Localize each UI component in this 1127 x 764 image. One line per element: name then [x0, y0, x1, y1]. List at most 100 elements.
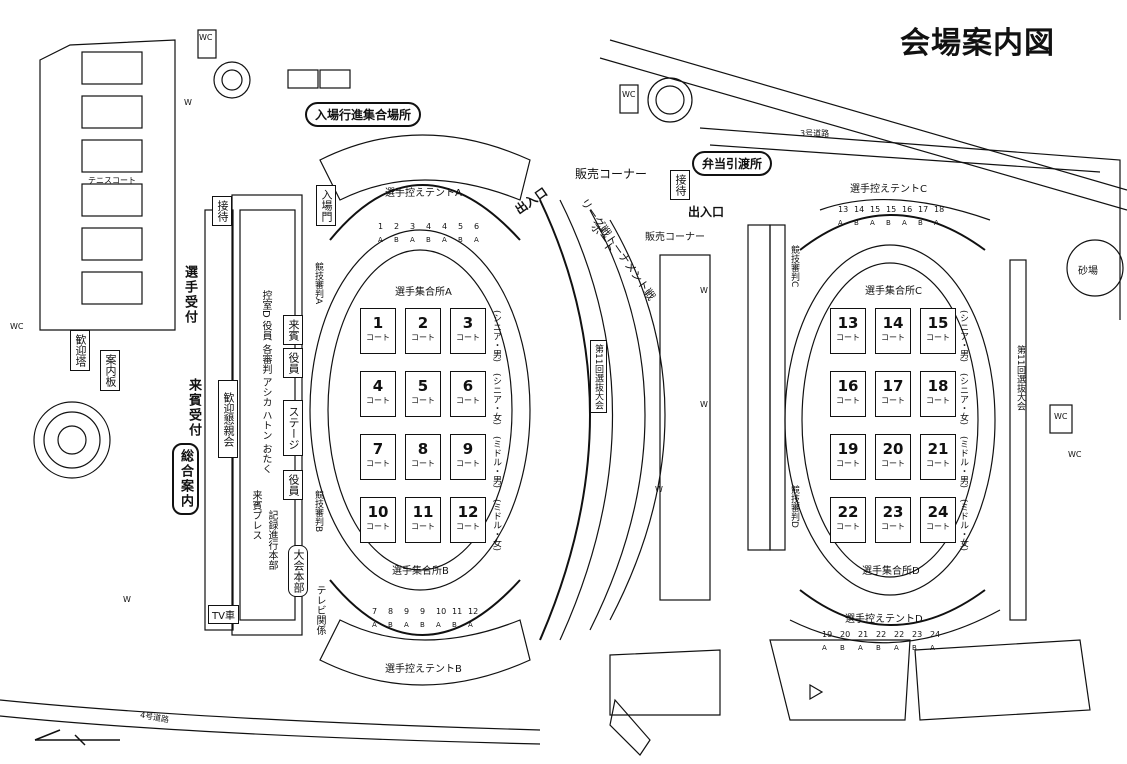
court-number: 11 [412, 503, 434, 521]
stadium-right-track [784, 244, 996, 596]
tennis-area [39, 39, 176, 331]
seat-letter-b-0: A [372, 621, 377, 629]
seat-letter-c-3: B [886, 219, 891, 227]
court-number: 3 [462, 314, 474, 332]
seat-number-b-5: 11 [452, 607, 463, 616]
seat-number-d-3: 22 [876, 630, 887, 639]
court-number: 23 [882, 503, 904, 521]
w-2: W [700, 286, 708, 295]
press-label: 来賓プレス [250, 490, 261, 540]
seat-letter-d-1: B [840, 644, 845, 652]
stadium-left-track [309, 229, 531, 591]
seat-letter-c-4: A [902, 219, 907, 227]
court-caption: コート [881, 333, 905, 342]
records-label: 記録進行本部 [266, 510, 277, 570]
seat-letter-a-0: A [378, 236, 383, 244]
court-number: 4 [372, 377, 384, 395]
seat-number-d-0: 19 [822, 630, 833, 639]
tent-b-label: 選手控えテントB [385, 664, 462, 675]
assembly-a-label: 選手集合所A [395, 287, 452, 298]
seat-letter-c-2: A [870, 219, 875, 227]
court-number: 21 [927, 440, 949, 458]
seat-letter-d-0: A [822, 644, 827, 652]
info-label: 総合案内 [172, 443, 199, 515]
seat-letter-d-5: B [912, 644, 917, 652]
wc-2: WC [622, 90, 636, 99]
tent-a-shape [319, 134, 531, 201]
shop-label: 販売コーナー [575, 167, 648, 181]
court-number: 19 [837, 440, 859, 458]
court-number: 7 [372, 440, 384, 458]
judge-a-label: 競技審判A [313, 262, 323, 305]
seat-number-a-3: 4 [426, 222, 432, 231]
seat-letter-d-4: A [894, 644, 899, 652]
seat-letter-a-2: A [410, 236, 415, 244]
assembly-d-label: 選手集合所D [862, 566, 920, 577]
wc-5: WC [1068, 450, 1082, 459]
tournament-left-label: 第11回選抜大会 [590, 340, 607, 414]
court-caption: コート [836, 396, 860, 405]
division-label-l-1: (シニア・女) [491, 373, 501, 426]
court-caption: コート [456, 333, 480, 342]
tent-a-label: 選手控えテントA [385, 188, 462, 199]
seat-number-c-5: 17 [918, 205, 929, 214]
tent-b-shape [319, 619, 531, 686]
seat-number-a-6: 6 [474, 222, 480, 231]
assembly-b-label: 選手集合所B [392, 566, 449, 577]
seat-letter-d-6: A [930, 644, 935, 652]
court-caption: コート [926, 522, 950, 531]
court-number: 20 [882, 440, 904, 458]
seat-number-c-6: 18 [934, 205, 945, 214]
seat-letter-b-1: B [388, 621, 393, 629]
seat-number-a-5: 5 [458, 222, 464, 231]
seat-letter-c-0: A [838, 219, 843, 227]
seat-number-d-2: 21 [858, 630, 869, 639]
seat-letter-b-2: A [404, 621, 409, 629]
seat-number-c-4: 16 [902, 205, 913, 214]
tournament-right-label: 第11回選抜大会 [1015, 345, 1025, 411]
tennis-label: テニスコート [88, 176, 136, 185]
officials2-label: 役員 [283, 470, 303, 500]
seat-letter-b-6: A [468, 621, 473, 629]
seat-letter-d-2: A [858, 644, 863, 652]
exit-right-label: 出入口 [688, 205, 725, 219]
division-label-l-0: (シニア・男) [491, 310, 501, 363]
seat-number-a-0: 1 [378, 222, 384, 231]
court-caption: コート [881, 459, 905, 468]
sand-area [1066, 239, 1124, 297]
wc-4: WC [1054, 412, 1068, 421]
seat-number-b-4: 10 [436, 607, 447, 616]
officials-label: 役員 [283, 348, 303, 378]
shop-small-label: 販売コーナー [645, 232, 705, 243]
court-number: 12 [457, 503, 479, 521]
wc-1: WC [199, 33, 213, 42]
court-caption: コート [366, 459, 390, 468]
north-arrow [34, 729, 120, 746]
w-5: W [123, 595, 131, 604]
court-number: 2 [417, 314, 429, 332]
map-title: 会場案内図 [900, 26, 1055, 61]
court-caption: コート [366, 333, 390, 342]
seat-letter-c-1: B [854, 219, 859, 227]
seat-number-b-6: 12 [468, 607, 479, 616]
seat-letter-b-4: A [436, 621, 441, 629]
route3-label: 3号道路 [800, 129, 830, 138]
court-caption: コート [836, 333, 860, 342]
court-caption: コート [411, 459, 435, 468]
court-caption: コート [881, 522, 905, 531]
assembly-c-label: 選手集合所C [865, 286, 922, 297]
